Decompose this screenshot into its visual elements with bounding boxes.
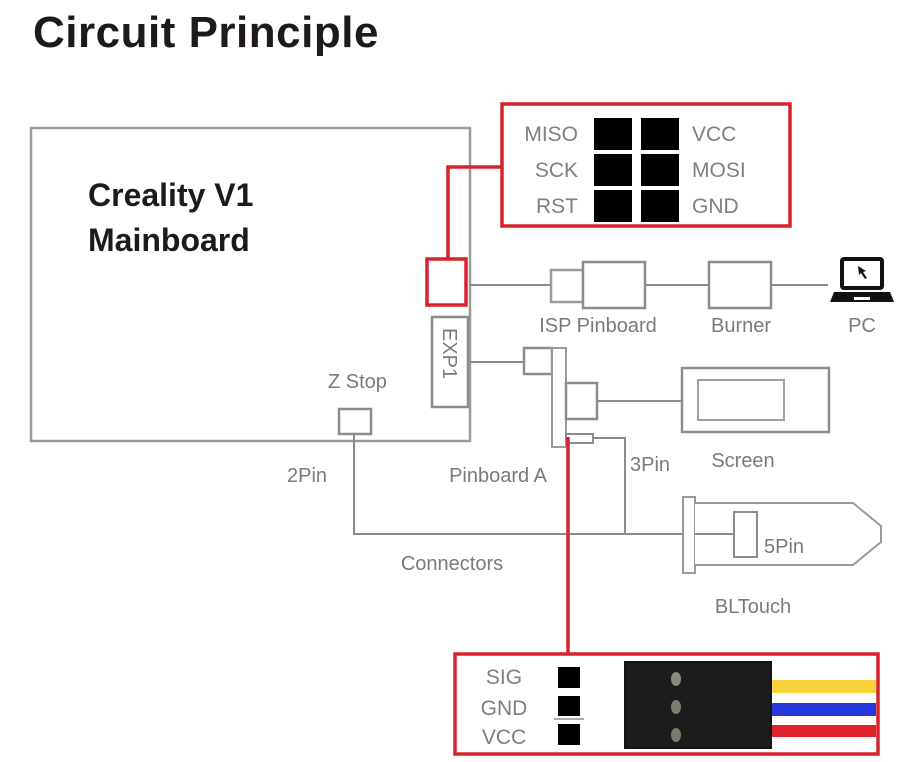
bltouch-label: BLTouch — [715, 596, 791, 618]
mainboard-outline — [29, 126, 472, 443]
screen-display — [697, 379, 785, 421]
pin-label-vcc: VCC — [482, 726, 526, 749]
page-title: Circuit Principle — [33, 8, 379, 57]
pinboard-a-screen-port — [564, 381, 599, 421]
exp1-connector — [430, 315, 470, 409]
isp-pin-label-vcc: VCC — [692, 123, 736, 146]
mainboard-label-line1: Creality V1 — [88, 177, 253, 213]
screen: Screen — [597, 366, 831, 472]
isp-chain: ISP Pinboard Burner PC — [470, 257, 894, 337]
mainboard-label-line2: Mainboard — [88, 222, 250, 258]
dupont-connector-face — [626, 663, 770, 747]
burner-box — [707, 260, 773, 310]
bltouch-flange — [682, 496, 696, 574]
pinboard-a-3pin-port — [565, 433, 594, 444]
five-pin-label: 5Pin — [764, 536, 804, 558]
isp-pin — [641, 190, 679, 222]
pin-label-gnd: GND — [481, 697, 528, 720]
connectors-label: Connectors — [401, 553, 503, 575]
pinboard-a: Pinboard A — [449, 346, 599, 487]
isp-port — [425, 165, 502, 307]
burner-label: Burner — [711, 315, 771, 337]
isp-header-callout: MISO SCK RST VCC MOSI GND — [500, 102, 792, 228]
wire-blue — [772, 703, 876, 716]
isp-pin — [641, 118, 679, 150]
exp1-label: EXP1 — [438, 328, 460, 379]
laptop-icon — [830, 257, 894, 302]
wire-red — [772, 725, 876, 737]
pinboard-a-label: Pinboard A — [449, 465, 548, 487]
isp-pin — [594, 154, 632, 186]
isp-pin-label-sck: SCK — [535, 159, 578, 182]
connector-pin-hole — [671, 672, 681, 686]
isp-pinboard-plug — [549, 268, 585, 304]
connector-pin-hole — [671, 728, 681, 742]
two-pin-label: 2Pin — [287, 465, 327, 487]
isp-callout-line — [446, 165, 502, 259]
zstop-connector — [337, 407, 373, 436]
connector-pin-hole — [671, 700, 681, 714]
isp-pin — [641, 154, 679, 186]
isp-pin-label-gnd: GND — [692, 195, 739, 218]
bltouch: 5Pin BLTouch — [682, 496, 882, 618]
header-pin — [558, 667, 580, 688]
pinboard-a-body — [551, 347, 567, 448]
bltouch-header-callout: SIG GND VCC — [453, 652, 880, 756]
pc-label: PC — [848, 315, 876, 337]
wire-yellow — [772, 680, 876, 693]
three-pin-wire — [593, 437, 626, 534]
two-pin-wire — [353, 434, 737, 535]
isp-pin-label-mosi: MOSI — [692, 159, 746, 182]
isp-pinboard-body — [581, 260, 647, 310]
isp-port-box — [425, 257, 468, 307]
isp-pin-label-miso: MISO — [524, 123, 578, 146]
screen-label: Screen — [711, 450, 774, 472]
isp-pin — [594, 190, 632, 222]
zstop-label: Z Stop — [328, 371, 387, 393]
three-pin-label: 3Pin — [630, 454, 670, 476]
pin-label-sig: SIG — [486, 666, 522, 689]
pinboard-a-input — [522, 346, 554, 376]
isp-pinboard-label: ISP Pinboard — [539, 315, 657, 337]
mainboard: Creality V1 Mainboard EXP1 Z Stop — [29, 126, 472, 443]
bltouch-5pin-port — [733, 511, 758, 558]
isp-pin — [594, 118, 632, 150]
isp-pin-label-rst: RST — [536, 195, 578, 218]
header-pin — [558, 724, 580, 745]
header-pin — [558, 696, 580, 716]
